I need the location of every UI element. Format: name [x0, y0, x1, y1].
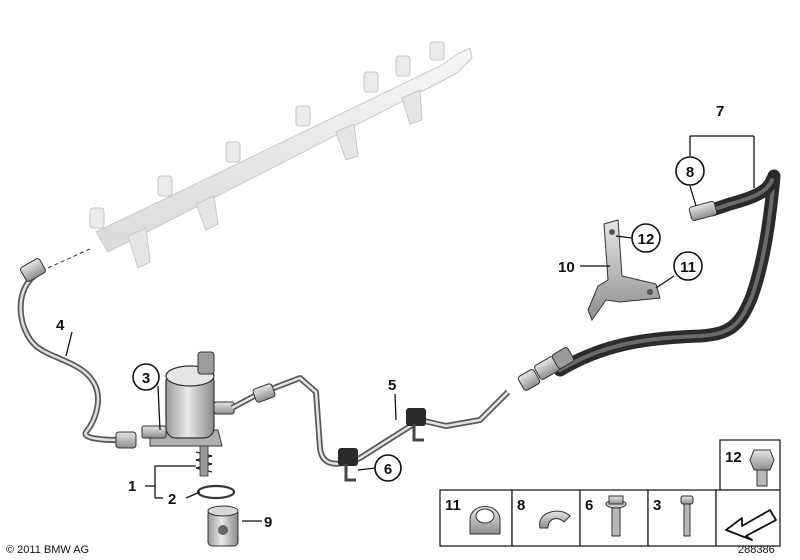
- callout-circle-12: [631, 223, 661, 253]
- flange-bolt-icon: [605, 495, 627, 537]
- callout-2: 2: [168, 491, 176, 508]
- callout-6: 6: [384, 461, 392, 478]
- screw-icon: [680, 495, 694, 537]
- retaining-clip-icon: [539, 510, 571, 529]
- o-ring: [196, 484, 236, 500]
- connection-dashes: [47, 247, 93, 269]
- callout-10: 10: [558, 259, 575, 276]
- callout-circle-3: [132, 363, 160, 391]
- callout-3: 3: [142, 370, 150, 387]
- high-pressure-pump: [141, 351, 235, 477]
- direction-arrow-icon: [725, 509, 777, 541]
- fuel-rail: [89, 41, 473, 269]
- holder-bracket: [587, 219, 661, 322]
- copyright-text: © 2011 BMW AG: [6, 544, 89, 556]
- callout-1: 1: [128, 478, 136, 495]
- callout-circle-6: [374, 454, 402, 482]
- callout-7: 7: [716, 103, 724, 120]
- callout-11: 11: [680, 259, 696, 276]
- callout-8: 8: [686, 164, 694, 181]
- feed-line: [230, 375, 511, 482]
- callout-12: 12: [638, 231, 655, 248]
- callout-9: 9: [264, 514, 272, 531]
- hex-bolt-icon: [749, 449, 775, 487]
- high-pressure-line: [17, 258, 137, 449]
- legend-label-8: 8: [517, 497, 525, 514]
- leader-lines: [65, 135, 755, 522]
- legend-label-12: 12: [725, 449, 742, 466]
- parts-legend: 12 11 8 6 3: [439, 439, 781, 547]
- callout-5: 5: [388, 377, 396, 394]
- legend-label-6: 6: [585, 497, 593, 514]
- fuel-feed-hose: [517, 169, 781, 391]
- callout-circle-8: [675, 156, 705, 186]
- roller-tappet: [207, 505, 239, 547]
- diagram-id: 288386: [738, 544, 775, 556]
- legend-label-3: 3: [653, 497, 661, 514]
- legend-label-11: 11: [445, 497, 461, 514]
- callout-4: 4: [56, 317, 65, 334]
- clamp-11-icon: [469, 506, 501, 535]
- callout-circle-11: [673, 251, 703, 281]
